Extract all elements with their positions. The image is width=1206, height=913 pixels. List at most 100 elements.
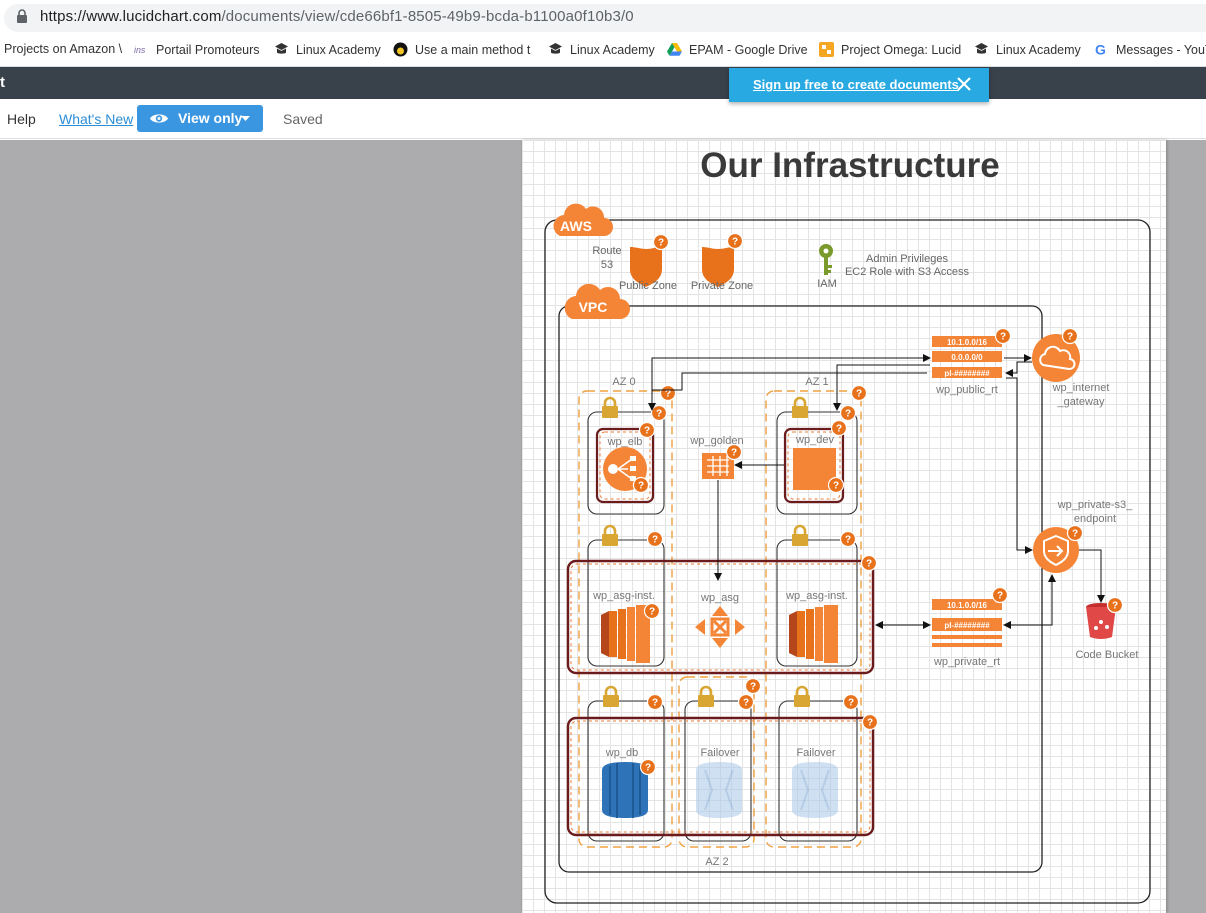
public-subnet-az0[interactable] xyxy=(587,411,665,515)
az0-zone[interactable] xyxy=(578,390,673,848)
bookmark-use-main-method[interactable]: Use a main method t xyxy=(393,42,530,57)
help-badge[interactable] xyxy=(839,530,857,548)
private-route-table[interactable]: 10.1.0.0/16 pl-######## xyxy=(932,599,1002,647)
vpc-badge[interactable]: VPC xyxy=(564,283,630,319)
help-badge[interactable] xyxy=(994,327,1012,345)
help-badge-icon xyxy=(646,693,664,711)
wp-golden-label: wp_golden xyxy=(689,435,743,447)
public-subnet-az1[interactable] xyxy=(776,411,858,515)
bookmark-label: Messages - YouTu xyxy=(1116,42,1206,57)
db-subnet-az1[interactable] xyxy=(778,700,858,842)
wp-dev-group[interactable] xyxy=(783,427,845,504)
public-rt-to-endpoint-connector xyxy=(1006,377,1033,554)
help-badge[interactable] xyxy=(850,384,868,402)
help-badge[interactable] xyxy=(726,232,744,250)
lock-icon[interactable] xyxy=(16,9,28,29)
rds-icon[interactable] xyxy=(602,762,648,818)
help-badge[interactable] xyxy=(639,758,657,776)
iam-key-icon[interactable] xyxy=(819,244,833,275)
s3-endpoint-label-1: wp_private-s3_ xyxy=(1057,499,1133,511)
private-rt-to-endpoint-connector xyxy=(1003,574,1056,629)
whats-new-link[interactable]: What's New xyxy=(59,111,134,127)
wp-elb-group[interactable] xyxy=(595,427,655,504)
help-badge[interactable] xyxy=(650,404,668,422)
rds-failover-1-icon[interactable] xyxy=(696,762,742,818)
help-badge[interactable] xyxy=(632,476,650,494)
bookmark-linux-academy-3[interactable]: Linux Academy xyxy=(974,42,1081,57)
help-badge-icon xyxy=(737,693,755,711)
help-badge-icon xyxy=(860,554,878,572)
help-badge[interactable] xyxy=(842,693,860,711)
help-menu[interactable]: Help xyxy=(7,111,36,127)
diagram-title[interactable]: Our Infrastructure xyxy=(700,146,1000,185)
help-badge[interactable] xyxy=(1061,327,1079,345)
endpoint-to-bucket-connector xyxy=(1079,549,1105,603)
db-subnet-az2[interactable] xyxy=(684,700,752,842)
google-icon: G xyxy=(1095,42,1106,57)
help-badge[interactable] xyxy=(1106,596,1124,614)
help-badge[interactable] xyxy=(1066,524,1084,542)
url-field[interactable] xyxy=(4,4,1206,32)
ec2-instance-right-icon[interactable] xyxy=(789,605,838,663)
ec2-instance-left-icon[interactable] xyxy=(601,605,650,663)
help-badge[interactable] xyxy=(839,404,857,422)
help-badge[interactable] xyxy=(744,677,762,695)
signup-link[interactable]: Sign up free to create documents xyxy=(753,77,959,92)
ins-logo-icon: ins xyxy=(134,45,146,55)
help-badge[interactable] xyxy=(638,421,656,439)
bookmark-projects-on-amazon[interactable]: Projects on Amazon \ xyxy=(4,42,122,56)
url-text[interactable]: https://www.lucidchart.com/documents/vie… xyxy=(40,8,634,25)
az2-zone[interactable] xyxy=(678,676,755,848)
view-only-button[interactable]: View only xyxy=(137,105,263,132)
wp-asg-group[interactable] xyxy=(566,559,875,675)
bookmark-label: Portail Promoteurs xyxy=(156,42,260,57)
az1-zone[interactable] xyxy=(765,390,862,848)
help-badge[interactable] xyxy=(860,554,878,572)
app-header: t xyxy=(0,67,1206,99)
bookmark-epam-google-drive[interactable]: EPAM - Google Drive xyxy=(667,42,808,57)
help-badge[interactable] xyxy=(643,602,661,620)
public-rt-route-2: 0.0.0.0/0 xyxy=(951,353,983,362)
help-badge-icon xyxy=(839,404,857,422)
wp-elb-label: wp_elb xyxy=(607,436,643,448)
private-subnet-az0[interactable] xyxy=(587,539,665,667)
az2-label: AZ 2 xyxy=(705,856,728,868)
route53-label-1: Route xyxy=(592,245,621,257)
vpc-endpoint-icon[interactable] xyxy=(1033,527,1079,573)
eye-icon xyxy=(150,114,168,123)
bookmark-portail-promoteurs[interactable]: ins Portail Promoteurs xyxy=(134,42,260,57)
public-route-table[interactable]: 10.1.0.0/16 0.0.0.0/0 pl-######## xyxy=(932,336,1002,378)
help-badge[interactable] xyxy=(652,233,670,251)
bookmark-label: Project Omega: Lucid xyxy=(841,42,962,57)
auto-scaling-icon[interactable] xyxy=(695,606,745,648)
lock-icon xyxy=(696,685,716,709)
help-badge[interactable] xyxy=(646,693,664,711)
help-badge[interactable] xyxy=(827,476,845,494)
aws-cloud-container[interactable] xyxy=(544,219,1151,904)
signup-banner: Sign up free to create documents xyxy=(729,68,989,102)
help-badge[interactable] xyxy=(646,530,664,548)
bookmark-linux-academy-1[interactable]: Linux Academy xyxy=(274,42,381,57)
db-subnet-az0[interactable] xyxy=(587,700,665,842)
close-icon[interactable] xyxy=(957,77,971,91)
private-subnet-az1[interactable] xyxy=(776,539,858,667)
help-badge[interactable] xyxy=(861,713,879,731)
public-rt-to-dev-connector xyxy=(833,364,930,411)
document-title[interactable]: t xyxy=(0,74,5,91)
bookmark-project-omega[interactable]: Project Omega: Lucid xyxy=(819,42,961,57)
help-badge[interactable] xyxy=(725,443,743,461)
wp-db-group[interactable] xyxy=(566,716,875,837)
help-badge[interactable] xyxy=(991,586,1009,604)
bookmark-messages-youtube[interactable]: G Messages - YouTu xyxy=(1094,42,1206,57)
bookmark-linux-academy-2[interactable]: Linux Academy xyxy=(548,42,655,57)
public-zone-label: Public Zone xyxy=(619,280,677,292)
help-badge-icon xyxy=(652,233,670,251)
help-badge[interactable] xyxy=(830,419,848,437)
iam-label: IAM xyxy=(817,278,837,290)
internet-gateway-icon[interactable] xyxy=(1032,334,1080,382)
aws-badge[interactable]: AWS xyxy=(553,203,613,236)
help-badge[interactable] xyxy=(737,693,755,711)
help-badge[interactable] xyxy=(659,384,677,402)
rds-failover-2-icon[interactable] xyxy=(792,762,838,818)
linux-academy-icon xyxy=(275,43,288,54)
